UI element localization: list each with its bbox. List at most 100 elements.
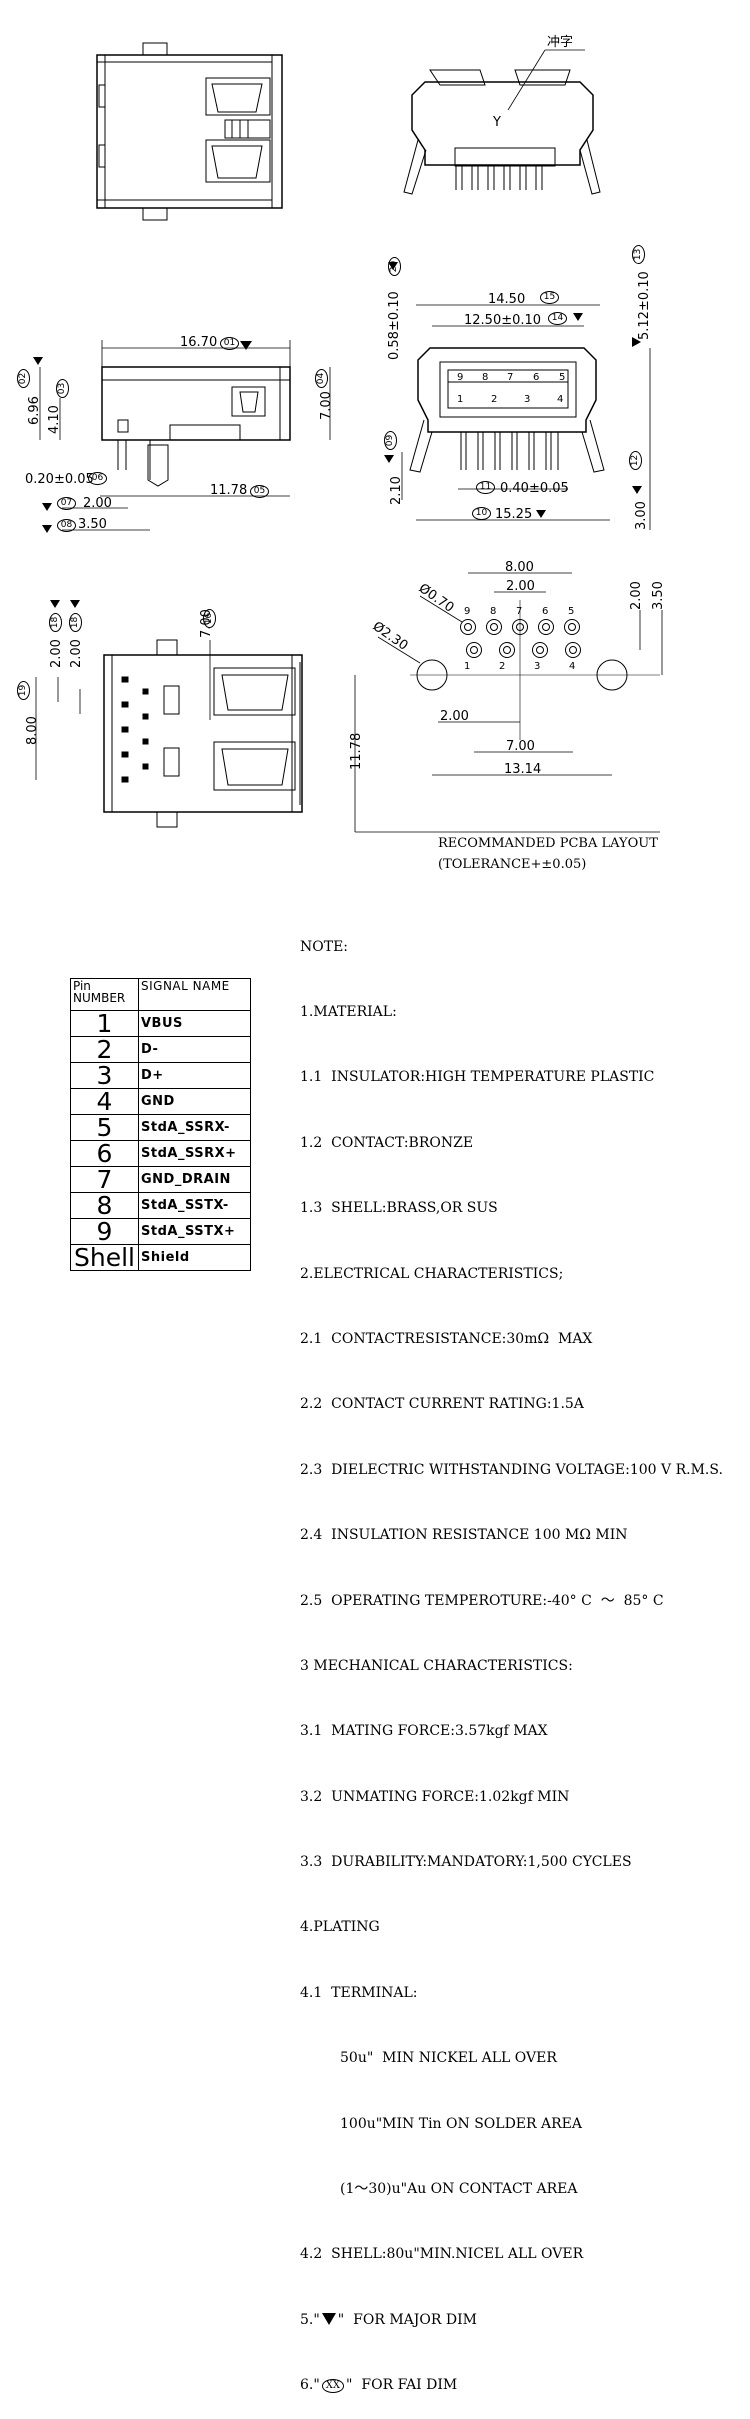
pin-number-header: Pin NUMBER <box>70 978 139 1011</box>
side-dim-0-20: 0.20±0.05 <box>25 472 94 487</box>
fai-dim-icon: XX <box>321 2379 345 2394</box>
pcb-layout <box>354 572 663 833</box>
ref-bubble: 16 <box>203 609 216 628</box>
pin-label: 6 <box>542 606 548 617</box>
note-line: 4.1 TERMINAL: <box>300 1984 418 2001</box>
pin-number: 7 <box>70 1166 139 1193</box>
pin-label: 1 <box>464 661 470 672</box>
pin-label: 4 <box>569 661 575 672</box>
pcb-dim-13-14: 13.14 <box>504 762 541 777</box>
note-suffix: " FOR MAJOR DIM <box>337 2311 477 2328</box>
ref-bubble: 13 <box>632 245 645 264</box>
pin-label: 7 <box>516 606 522 617</box>
side-dim-16-70: 16.70 <box>180 335 217 350</box>
front-dim-5-12: 5.12±0.10 <box>637 271 652 340</box>
pcb-dim-11-78: 11.78 <box>349 733 364 770</box>
note-prefix: 5." <box>300 2311 320 2328</box>
ref-bubble: 12 <box>629 451 642 470</box>
note-line: 2.ELECTRICAL CHARACTERISTICS; <box>300 1265 564 1282</box>
signal-name-header: SIGNAL NAME <box>138 978 251 1011</box>
pcb-dim-8-00: 8.00 <box>505 560 534 575</box>
pin-label: 1 <box>457 394 463 405</box>
front-dim-2-10: 2.10 <box>389 476 404 505</box>
major-dim-icon <box>573 313 583 321</box>
front-dim-0-58: 0.58±0.10 <box>387 291 402 360</box>
note-line: 4.PLATING <box>300 1919 380 1936</box>
major-dim-icon <box>384 455 394 463</box>
major-dim-icon <box>632 486 642 494</box>
pin-label: 4 <box>557 394 563 405</box>
major-dim-icon <box>33 357 43 365</box>
pin-label: 9 <box>464 606 470 617</box>
pin-label: 7 <box>507 372 513 383</box>
note-line: 2.4 INSULATION RESISTANCE 100 MΩ MIN <box>300 1527 628 1544</box>
pcb-dim-2-00-right: 2.00 <box>629 581 644 610</box>
side-dim-7-00: 7.00 <box>319 391 334 420</box>
pin-label: 5 <box>568 606 574 617</box>
note-line: 1.2 CONTACT:BRONZE <box>300 1134 474 1151</box>
side-dim-2-00: 2.00 <box>83 496 112 511</box>
pcb-dim-2-30: Ø2.30 <box>370 619 411 654</box>
pin-number: 1 <box>70 1010 139 1037</box>
bottom-dim-7-00: 7.00 <box>199 609 214 638</box>
pcb-pin-labels: 9 8 7 6 5 1 2 3 4 <box>464 606 575 672</box>
front-dim-12-50: 12.50±0.10 <box>464 313 541 328</box>
bottom-dim-8-00: 8.00 <box>25 716 40 745</box>
ref-bubble: 01 <box>220 337 239 350</box>
ref-bubble: 04 <box>315 369 328 388</box>
top-view <box>96 42 283 221</box>
signal-name: Shield <box>138 1244 251 1271</box>
pin-number: 4 <box>70 1088 139 1115</box>
pin-number: 6 <box>70 1140 139 1167</box>
ref-bubble: 02 <box>17 369 30 388</box>
mark-letter: Y <box>492 115 501 130</box>
note-line: NOTE: <box>300 938 349 955</box>
signal-name: VBUS <box>138 1010 251 1037</box>
ref-bubble: 11 <box>476 481 495 494</box>
side-view <box>39 340 331 531</box>
note-line: 3.1 MATING FORCE:3.57kgf MAX <box>300 1723 548 1740</box>
signal-name: StdA_SSTX- <box>138 1192 251 1219</box>
major-dim-icon <box>536 510 546 518</box>
front-view <box>401 304 651 530</box>
side-dim-11-78: 11.78 <box>210 483 247 498</box>
ref-bubble: 07 <box>57 497 76 510</box>
pin-label: 3 <box>534 661 540 672</box>
notes-block: NOTE: 1.MATERIAL: 1.1 INSULATOR:HIGH TEM… <box>300 893 723 2419</box>
major-dim-icon <box>42 525 52 533</box>
pcb-dim-7-00: 7.00 <box>506 739 535 754</box>
ref-bubble: 20 <box>388 257 401 276</box>
front-dim-0-40: 0.40±0.05 <box>500 481 569 496</box>
pin-label: 2 <box>499 661 505 672</box>
pin-number: Shell <box>70 1244 139 1271</box>
drawing-canvas: 冲字 Y 16.70 0.20±0.05 11.78 2.00 3.50 6.9… <box>25 35 666 833</box>
ref-bubble: 15 <box>540 291 559 304</box>
ref-bubble: 08 <box>57 519 76 532</box>
pcb-dim-2-00-mid: 2.00 <box>440 709 469 724</box>
bottom-view <box>35 639 303 828</box>
note-line: 1.3 SHELL:BRASS,OR SUS <box>300 1200 498 1217</box>
mark-label: 冲字 <box>547 35 573 50</box>
bottom-dim-2-00-a: 2.00 <box>49 639 64 668</box>
note-line: 1.MATERIAL: <box>300 1003 397 1020</box>
note-line: 3.2 UNMATING FORCE:1.02kgf MIN <box>300 1788 570 1805</box>
pin-label: 9 <box>457 372 463 383</box>
note-line: 1.1 INSULATOR:HIGH TEMPERATURE PLASTIC <box>300 1069 655 1086</box>
pin-label: 8 <box>490 606 496 617</box>
pin-number: 9 <box>70 1218 139 1245</box>
note-line: 50u" MIN NICKEL ALL OVER <box>340 2050 557 2067</box>
note-suffix: " FOR FAI DIM <box>346 2377 458 2394</box>
note-line: 3.3 DURABILITY:MANDATORY:1,500 CYCLES <box>300 1854 632 1871</box>
major-dim-icon <box>321 2312 336 2325</box>
ref-bubble: 05 <box>250 485 269 498</box>
major-dim-icon <box>388 262 398 270</box>
pcb-dim-3-50-right: 3.50 <box>651 581 666 610</box>
note-line-major-dim: 5." " FOR MAJOR DIM <box>300 2310 723 2332</box>
